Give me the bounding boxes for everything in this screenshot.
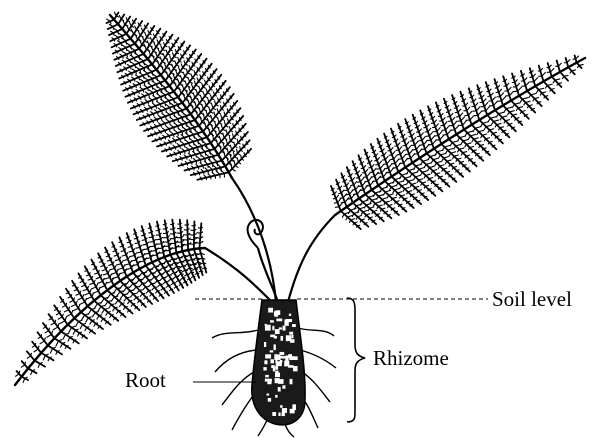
texture-fleck <box>278 387 281 392</box>
texture-fleck <box>265 354 271 358</box>
root-strand <box>215 350 256 372</box>
texture-fleck <box>270 350 274 352</box>
root-strand <box>302 372 330 402</box>
texture-fleck <box>265 324 267 326</box>
texture-fleck <box>281 336 284 341</box>
root-strand <box>212 330 258 338</box>
texture-fleck <box>292 404 296 410</box>
texture-fleck <box>268 308 273 313</box>
frond-right <box>331 55 585 229</box>
texture-fleck <box>272 412 276 416</box>
texture-fleck <box>272 326 274 330</box>
texture-fleck <box>274 311 278 317</box>
frond-tall <box>106 12 251 180</box>
texture-fleck <box>276 319 282 322</box>
texture-fleck <box>284 361 289 367</box>
texture-fleck <box>283 326 286 331</box>
texture-fleck <box>289 332 293 335</box>
texture-fleck <box>274 344 276 350</box>
texture-fleck <box>291 335 293 338</box>
texture-fleck <box>276 361 282 366</box>
texture-fleck <box>280 405 282 408</box>
texture-fleck <box>264 360 267 364</box>
texture-fleck <box>292 324 296 327</box>
label-root: Root <box>125 370 166 391</box>
texture-fleck <box>275 329 280 334</box>
rhizome-brace <box>347 298 365 422</box>
texture-fleck <box>290 339 294 343</box>
stalk-right-frond <box>288 215 335 302</box>
texture-fleck <box>282 385 285 388</box>
root-strand <box>298 328 334 336</box>
frond-stalks <box>205 178 335 302</box>
label-soil-level: Soil level <box>492 289 572 310</box>
texture-fleck <box>285 356 288 362</box>
texture-fleck <box>268 398 271 402</box>
texture-fleck <box>266 394 269 396</box>
texture-fleck <box>271 365 274 368</box>
texture-fleck <box>267 379 272 382</box>
fiddlehead-crozier <box>248 220 263 248</box>
root-strand <box>300 350 336 368</box>
texture-fleck <box>282 413 285 416</box>
texture-fleck <box>279 327 282 329</box>
texture-fleck <box>282 408 287 413</box>
texture-fleck <box>263 367 266 370</box>
texture-fleck <box>270 359 274 363</box>
texture-fleck <box>274 336 277 339</box>
texture-fleck <box>278 412 280 416</box>
texture-fleck <box>280 356 286 358</box>
texture-fleck <box>289 314 291 316</box>
texture-fleck <box>265 375 269 377</box>
texture-fleck <box>275 395 277 398</box>
texture-fleck <box>270 320 274 322</box>
frond-left <box>15 220 206 385</box>
stalk-left-frond <box>205 248 272 302</box>
texture-fleck <box>276 371 278 377</box>
texture-fleck <box>290 379 293 384</box>
texture-fleck <box>264 342 266 347</box>
root-strand <box>285 424 294 437</box>
texture-fleck <box>293 366 298 371</box>
texture-fleck <box>275 378 280 383</box>
label-rhizome: Rhizome <box>373 348 449 369</box>
texture-fleck <box>284 320 288 326</box>
texture-fleck <box>292 356 298 360</box>
texture-fleck <box>274 354 278 360</box>
texture-fleck <box>280 352 285 355</box>
